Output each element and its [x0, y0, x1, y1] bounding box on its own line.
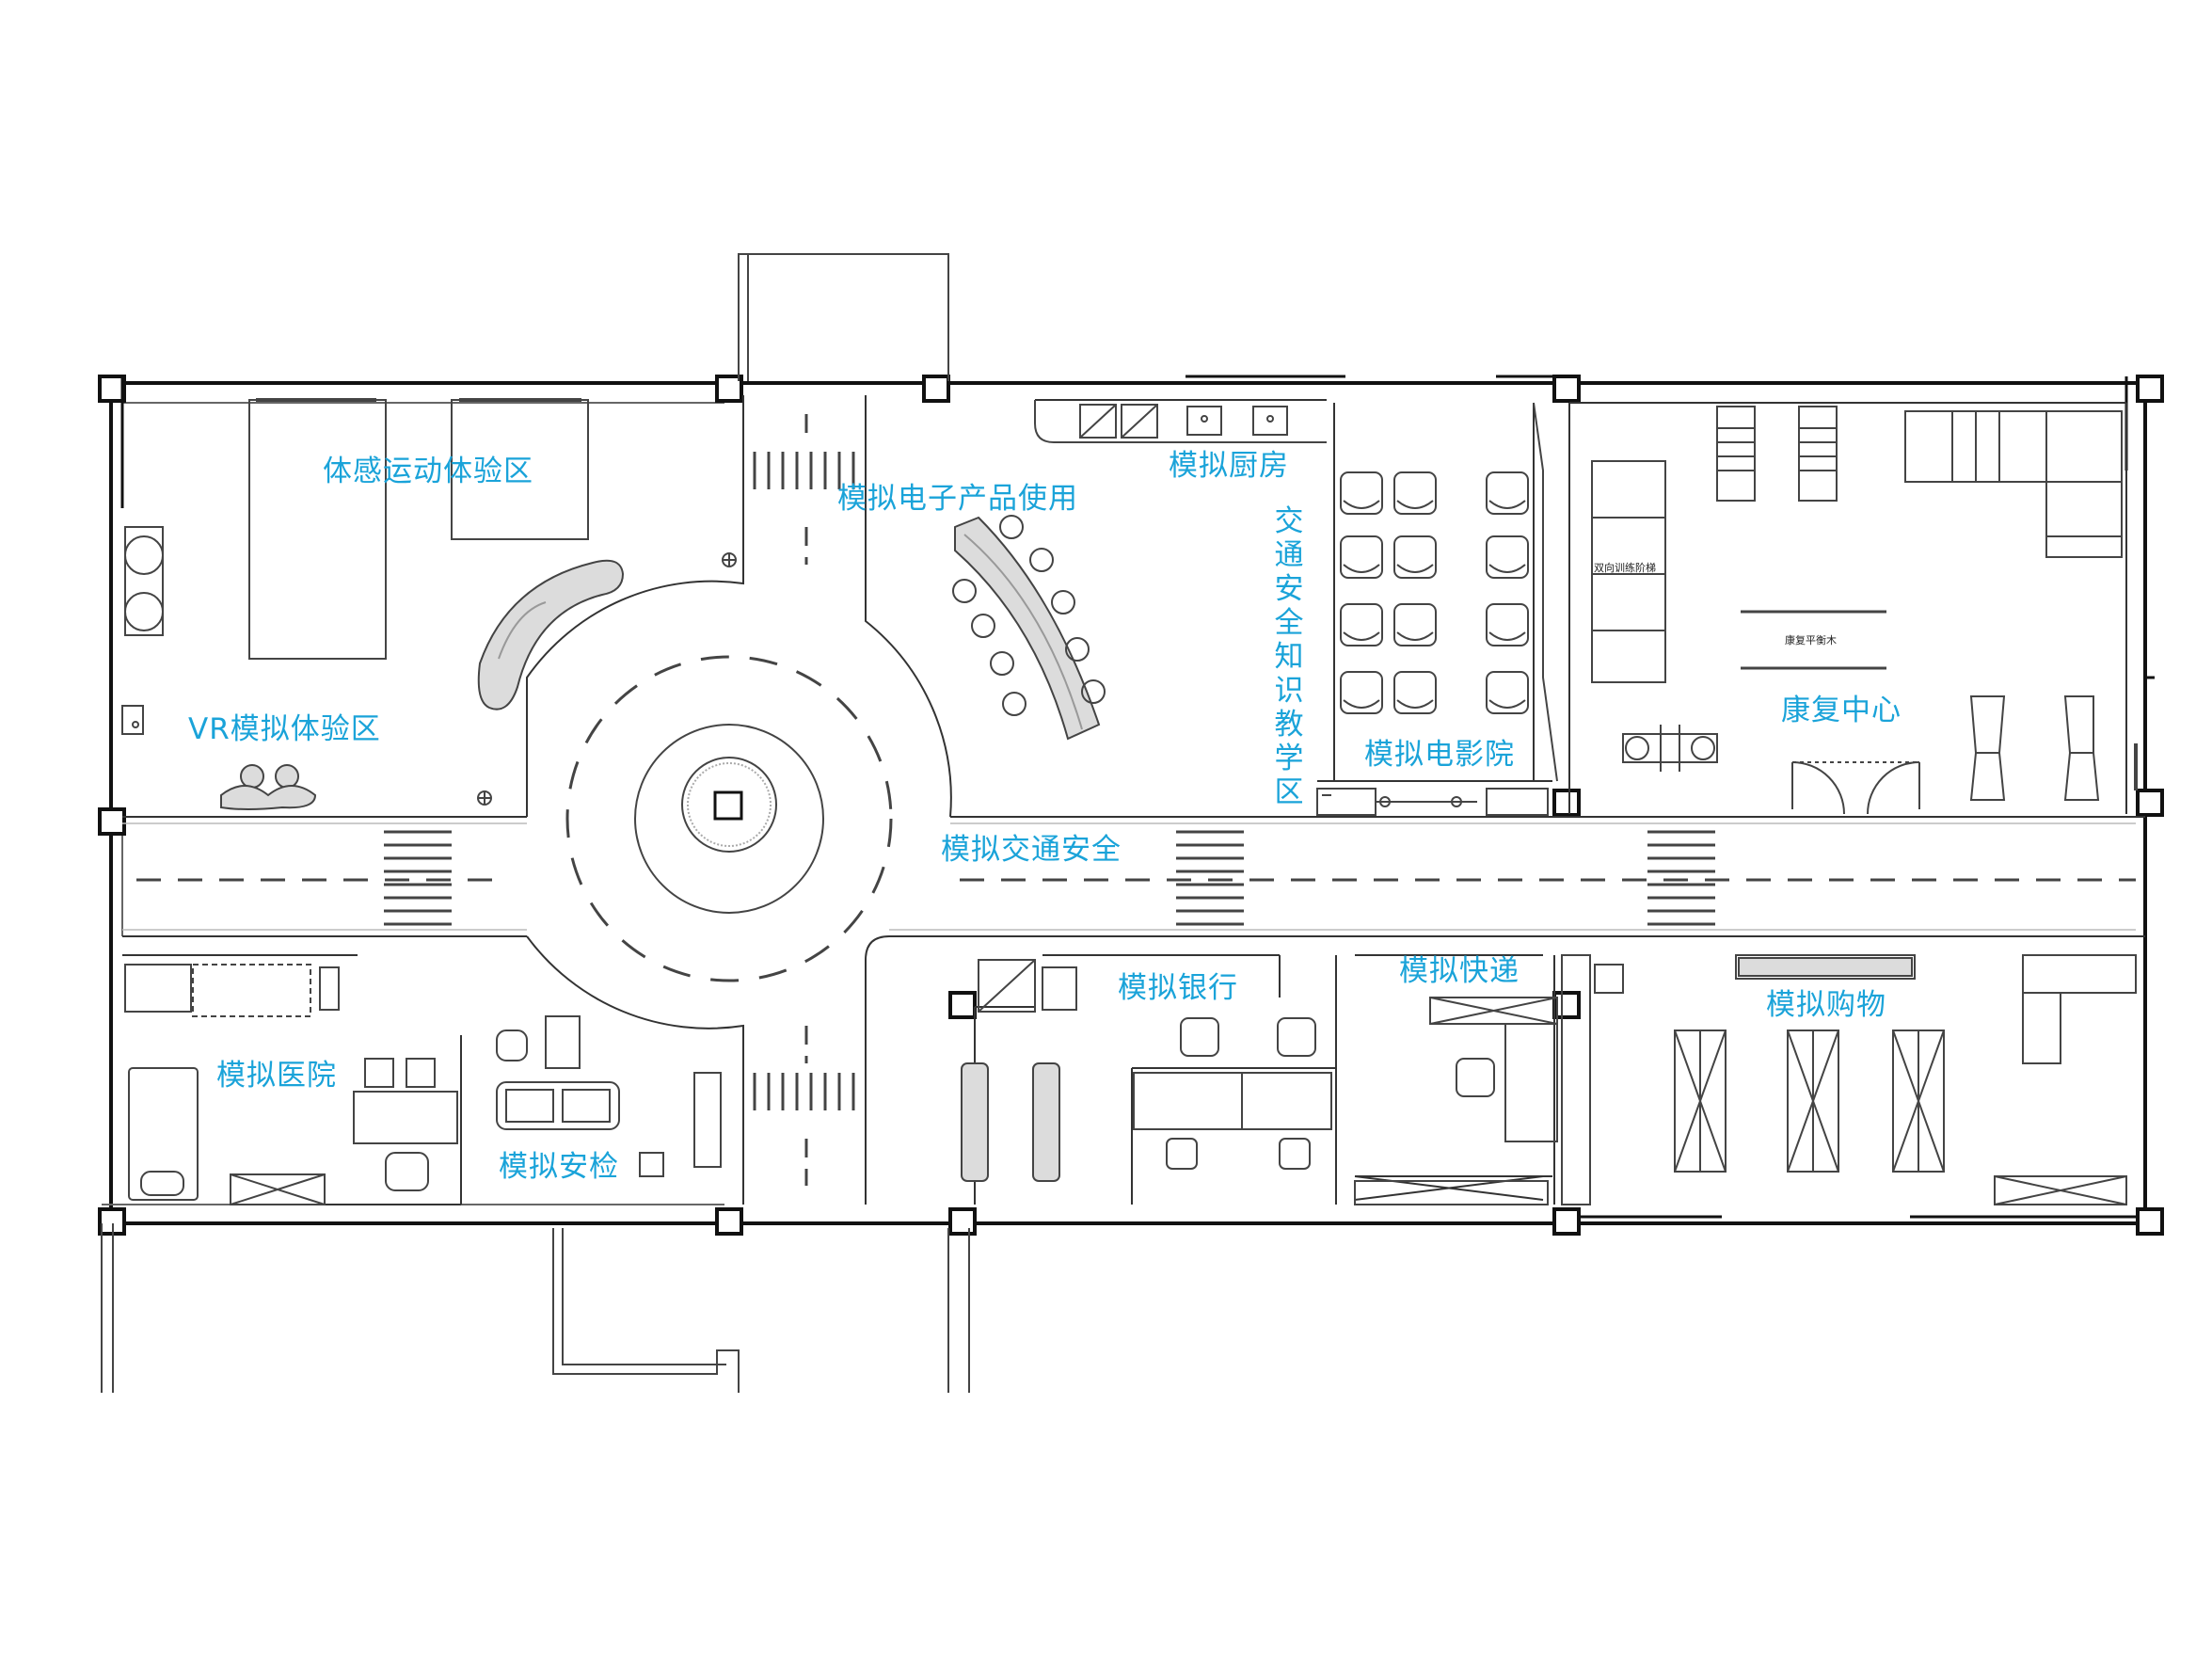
- equipment-label-stairs: 双向训练阶梯: [1594, 562, 1656, 574]
- zone-label-hospital: 模拟医院: [216, 1059, 337, 1093]
- vr-equipment: [121, 526, 737, 810]
- roundabout: [565, 655, 893, 982]
- zone-label-bank: 模拟银行: [1118, 971, 1238, 1005]
- crosswalks: [384, 414, 1717, 1186]
- partitions: [122, 395, 2145, 1205]
- cinema-seats: [1316, 402, 1558, 816]
- express-furniture: [1354, 954, 1624, 1205]
- zone-label-traffic-education: 交通安全知识教学区: [1274, 504, 1304, 809]
- zone-label-express: 模拟快递: [1399, 954, 1520, 988]
- zone-label-rehab: 康复中心: [1781, 694, 1902, 727]
- zone-label-vr: VR模拟体验区: [188, 712, 381, 746]
- shopping-shelves: [1674, 954, 2137, 1205]
- road-edges: [122, 822, 2136, 931]
- zone-label-cinema: 模拟电影院: [1364, 738, 1515, 772]
- hospital-furniture: [124, 964, 458, 1205]
- bank-furniture: [961, 959, 1332, 1182]
- kitchen-counter: [1034, 400, 1327, 443]
- zone-label-security: 模拟安检: [499, 1150, 619, 1184]
- security-equipment: [496, 1015, 722, 1177]
- equipment-label-beam: 康复平衡木: [1785, 634, 1837, 646]
- zone-label-traffic: 模拟交通安全: [941, 833, 1122, 867]
- south-corridor: [101, 1223, 970, 1393]
- columns: [98, 375, 2164, 1236]
- rehab-equipment: [1591, 406, 2138, 815]
- zone-label-electronics: 模拟电子产品使用: [837, 482, 1078, 516]
- north-corridor: [738, 253, 949, 381]
- outer-walls: [102, 381, 2155, 1225]
- zone-label-shopping: 模拟购物: [1766, 988, 1886, 1022]
- somatic-equipment: [248, 398, 625, 710]
- zone-label-kitchen: 模拟厨房: [1169, 449, 1289, 483]
- zone-label-somatic: 体感运动体验区: [323, 455, 533, 488]
- electronics-desk: [952, 515, 1106, 741]
